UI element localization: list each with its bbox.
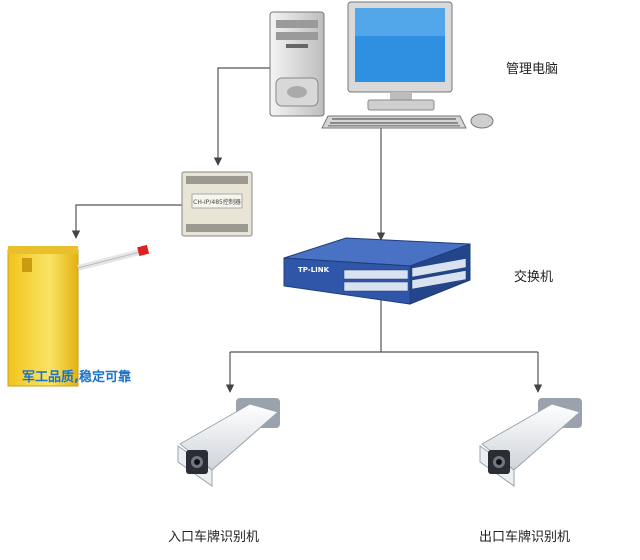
switch-icon: TP-LINK xyxy=(283,237,471,305)
switch-label: 交换机 xyxy=(514,270,554,285)
barrier-slogan: 军工品质,稳定可靠 xyxy=(22,369,131,385)
monitor-icon xyxy=(347,1,453,111)
exit-camera-label: 出口车牌识别机 xyxy=(479,530,571,545)
line-controller-to-barrier xyxy=(71,204,182,239)
barrier-gate-icon xyxy=(7,244,150,387)
exit-camera-icon xyxy=(479,398,582,487)
controller-icon: CH-IP/485控制器 xyxy=(181,171,253,237)
entry-camera-label: 入口车牌识别机 xyxy=(168,530,260,545)
entry-camera-icon xyxy=(177,398,280,487)
computer-label: 管理电脑 xyxy=(506,62,559,77)
switch-brand-text: TP-LINK xyxy=(298,266,330,274)
mouse-icon xyxy=(470,113,494,129)
line-pc-to-controller xyxy=(213,67,272,166)
connector-lines xyxy=(71,67,543,393)
keyboard-icon xyxy=(321,115,467,129)
pc-tower-icon xyxy=(269,11,325,117)
controller-plate-text: CH-IP/485控制器 xyxy=(193,198,241,206)
